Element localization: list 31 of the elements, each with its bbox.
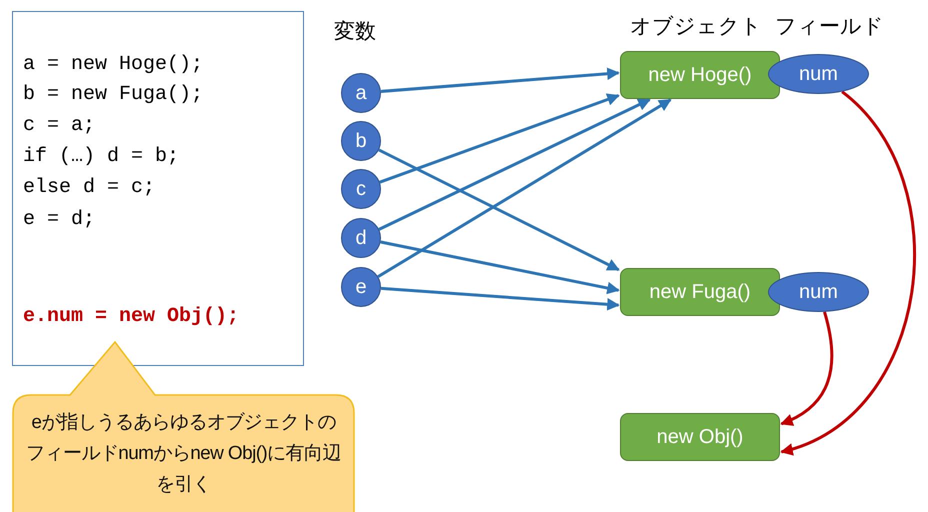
object-box: new Hoge() bbox=[620, 51, 780, 99]
code-line: else d = c; bbox=[23, 176, 156, 199]
code-line: a = new Hoge(); bbox=[23, 53, 204, 76]
arrow bbox=[780, 311, 834, 426]
column-heading: オブジェクト bbox=[630, 14, 762, 40]
code-line: c = a; bbox=[23, 114, 96, 137]
variable-circle: b bbox=[341, 121, 381, 161]
code-line: b = new Fuga(); bbox=[23, 83, 204, 106]
callout-text: eが指しうるあらゆるオブジェクトのフィールドnumからnew Obj()に有向辺を引く bbox=[26, 411, 341, 497]
arrow bbox=[380, 67, 620, 93]
variable-circle: a bbox=[341, 73, 381, 113]
object-box: new Obj() bbox=[620, 413, 780, 461]
arrow bbox=[780, 90, 916, 454]
code-line: if (…) d = b; bbox=[23, 145, 180, 168]
field-ellipse: num bbox=[768, 272, 869, 312]
column-heading: フィールド bbox=[775, 14, 884, 40]
field-ellipse: num bbox=[768, 54, 869, 94]
arrow bbox=[380, 240, 620, 294]
arrow bbox=[379, 93, 620, 184]
arrow bbox=[378, 148, 620, 272]
column-heading: 変数 bbox=[334, 19, 376, 45]
code-box bbox=[12, 11, 304, 366]
variable-circle: d bbox=[341, 218, 381, 258]
object-box: new Fuga() bbox=[620, 268, 780, 316]
code-line: e.num = new Obj(); bbox=[23, 305, 240, 328]
arrow bbox=[380, 286, 620, 311]
arrow bbox=[377, 98, 672, 278]
variable-circle: e bbox=[341, 267, 381, 307]
code-line: e = d; bbox=[23, 208, 96, 231]
variable-circle: c bbox=[341, 169, 381, 209]
arrow bbox=[378, 98, 651, 231]
